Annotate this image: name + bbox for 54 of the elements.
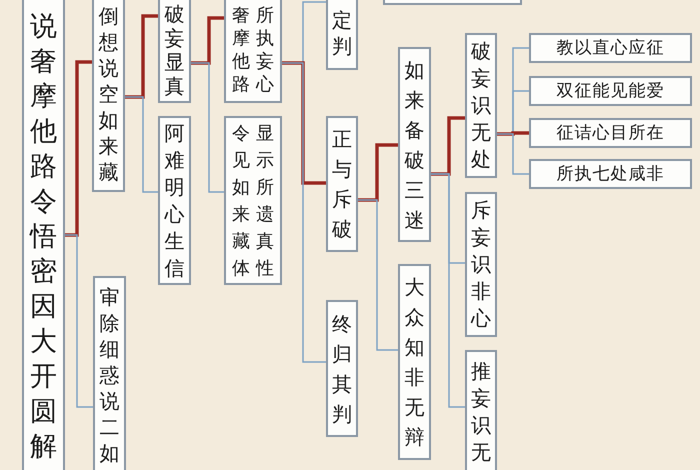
vertical-text: 破妄显真 (164, 2, 184, 98)
connector-line (497, 131, 529, 136)
connector-line (191, 16, 224, 65)
connector-line (191, 62, 224, 193)
text-box (158, 0, 191, 103)
text-box (465, 350, 497, 470)
text-box (92, 0, 125, 192)
text: 征诘心目所在 (556, 122, 664, 144)
text-box (158, 116, 191, 285)
text-box (224, 0, 282, 103)
text: 所执七处咸非 (556, 163, 664, 185)
vertical-text: 显示所遗真性 (256, 122, 274, 280)
text-box (326, 0, 358, 70)
text-box (93, 276, 126, 470)
connector-line (431, 116, 465, 176)
vertical-text: 如来备破三迷 (404, 56, 424, 234)
text-box (398, 47, 431, 242)
vertical-text: 奢摩他路 (232, 4, 250, 96)
text: 双征能见能爱 (556, 80, 664, 102)
text-box (529, 159, 692, 189)
vertical-text: 倒想说空如来藏 (98, 3, 118, 185)
vertical-text: 审除细惑说二如 (100, 284, 120, 466)
vertical-text: 说奢摩他路令悟密因大开圆解 (30, 10, 57, 464)
vertical-text: 所执妄心 (256, 4, 274, 96)
text-box (398, 264, 431, 460)
vertical-text: 推妄识无 (471, 358, 491, 466)
connector-line (282, 61, 326, 185)
vertical-text: 阿难明心生信 (164, 120, 184, 282)
vertical-text: 破妄识无处 (471, 38, 491, 173)
text-box (529, 118, 692, 148)
connector-line (431, 173, 465, 408)
connector-line (282, 62, 326, 363)
vertical-text: 正与斥破 (332, 126, 352, 243)
text-box (465, 33, 497, 178)
vertical-text: 斥妄识非心 (471, 197, 491, 332)
connector-line (125, 96, 158, 193)
text-box (465, 192, 497, 337)
text-box (529, 76, 692, 106)
connector-line (65, 60, 92, 237)
text: 教以直心应征 (556, 37, 664, 59)
text-box (529, 33, 692, 63)
vertical-text: 大众知非无辩 (404, 274, 424, 451)
connector-line (358, 199, 398, 351)
connector-line (497, 133, 529, 175)
text-box (224, 116, 282, 285)
text-box (22, 0, 65, 470)
vertical-text: 定判 (332, 7, 352, 59)
connector-line (125, 14, 158, 99)
vertical-text: 终归其判 (332, 310, 352, 428)
connector-line (65, 234, 93, 408)
text-box (326, 300, 358, 437)
connector-line (358, 143, 398, 202)
text-box (326, 116, 358, 252)
vertical-text: 令见如来藏体 (232, 122, 250, 280)
